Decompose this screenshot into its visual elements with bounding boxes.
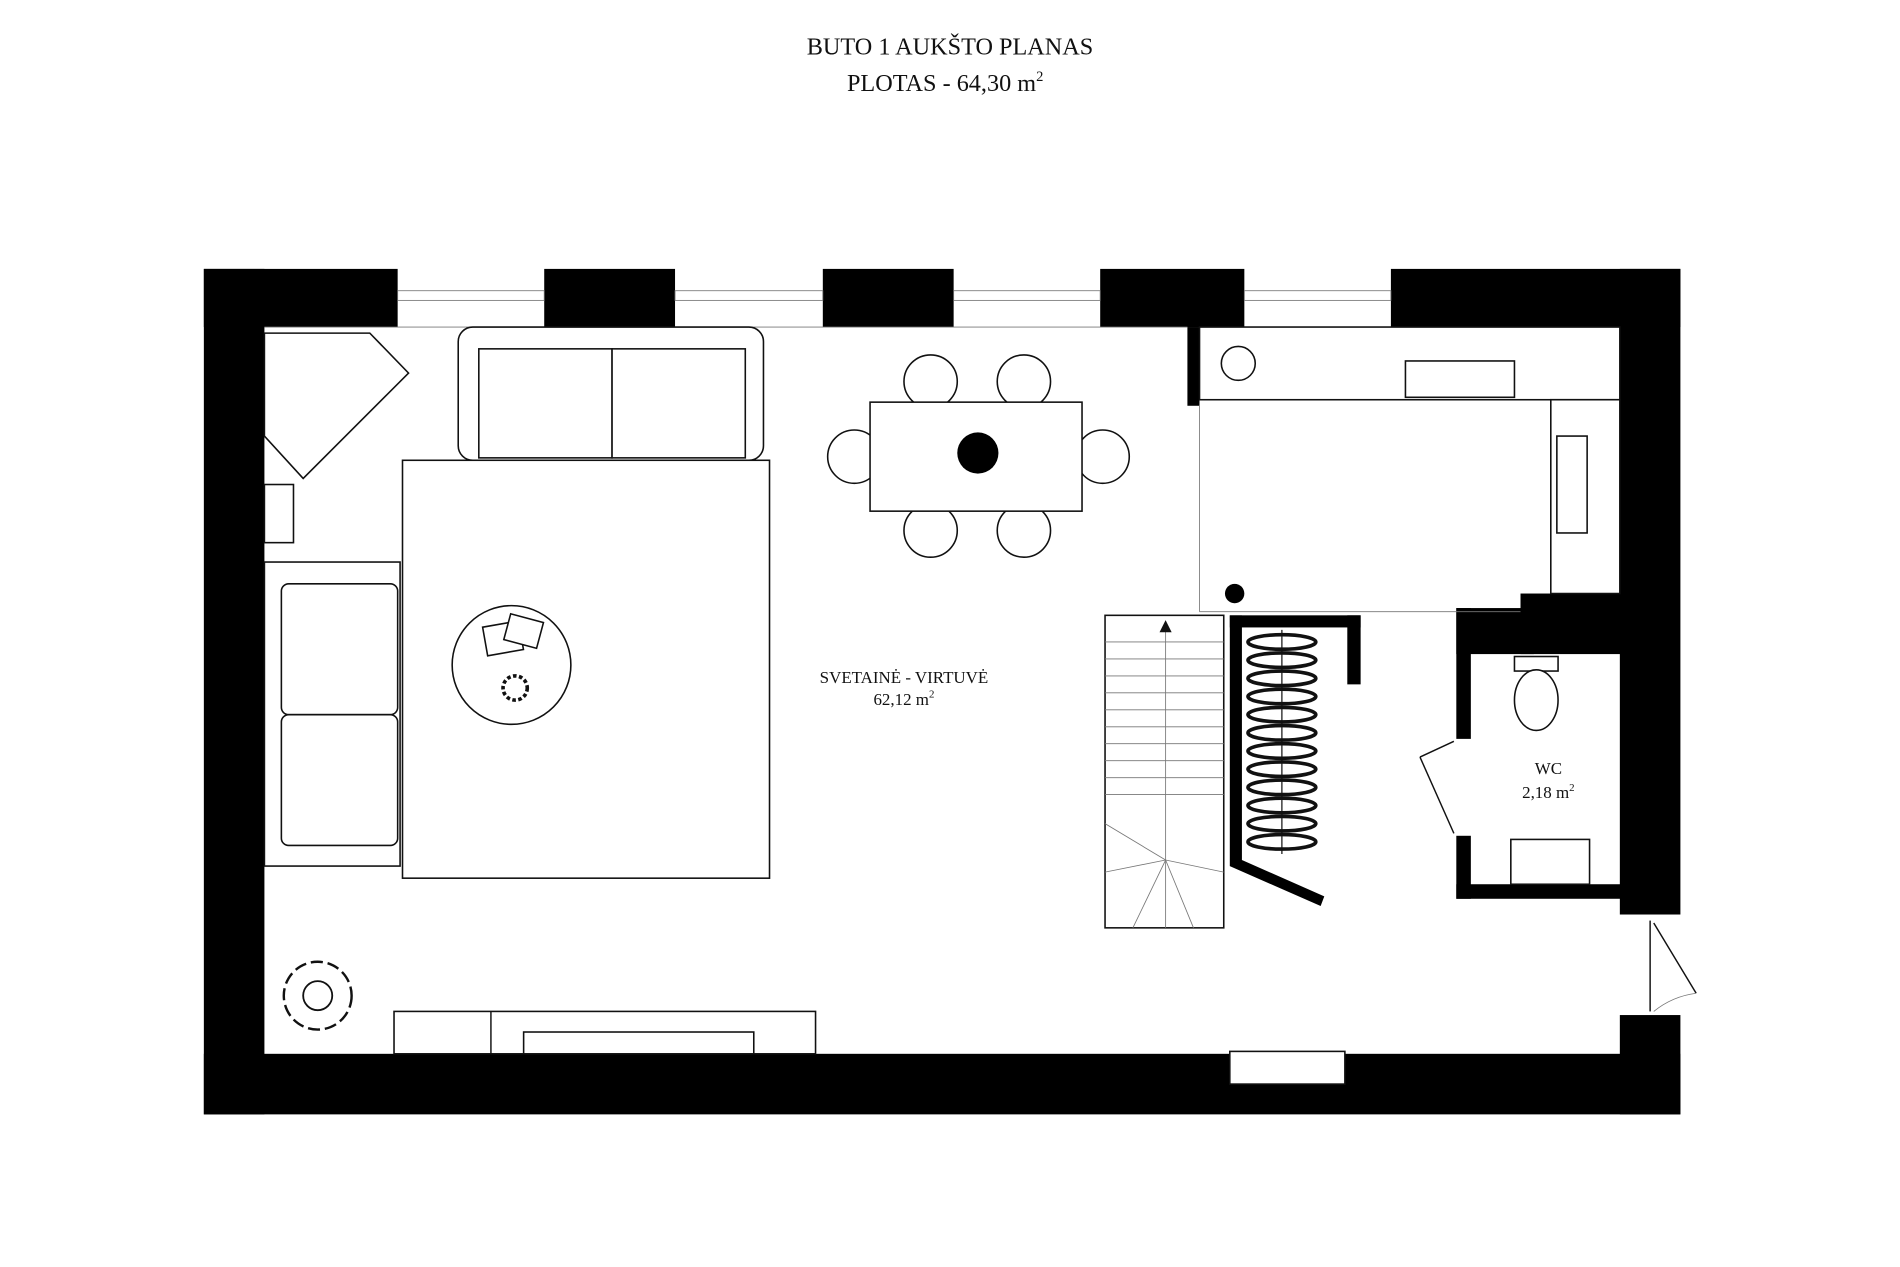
- sofa-top: [457, 326, 765, 462]
- room-area-living-kitchen: 62,12 m2: [873, 689, 934, 709]
- plant: [282, 960, 353, 1031]
- side-table: [263, 483, 295, 544]
- stair-winder: [1165, 859, 1224, 873]
- plan-total-area: PLOTAS - 64,30 m2: [847, 69, 1043, 97]
- wardrobe: [1246, 629, 1318, 854]
- wc-door: [1419, 740, 1455, 834]
- stair-winder: [1132, 859, 1166, 929]
- dining-set: [826, 354, 1131, 558]
- coffee-table: [451, 604, 572, 726]
- staircase: [1104, 614, 1225, 929]
- stair-winder: [1104, 859, 1166, 873]
- kitchen: [1198, 326, 1621, 613]
- plan-title: BUTO 1 AUKŠTO PLANAS: [807, 32, 1093, 61]
- stair-winder: [1165, 859, 1194, 929]
- room-area-wc: 2,18 m2: [1522, 782, 1575, 802]
- entry-door: [1649, 920, 1697, 1012]
- room-name-wc: WC: [1535, 759, 1562, 778]
- walls: [203, 268, 1681, 1115]
- tv-console: [393, 1010, 817, 1055]
- stair-winder: [1104, 823, 1166, 861]
- sofa-left: [263, 561, 401, 867]
- wc-fixtures: [1510, 655, 1591, 886]
- corner-cabinet: [263, 332, 410, 480]
- room-name-living-kitchen: SVETAINĖ - VIRTUVĖ: [820, 668, 989, 687]
